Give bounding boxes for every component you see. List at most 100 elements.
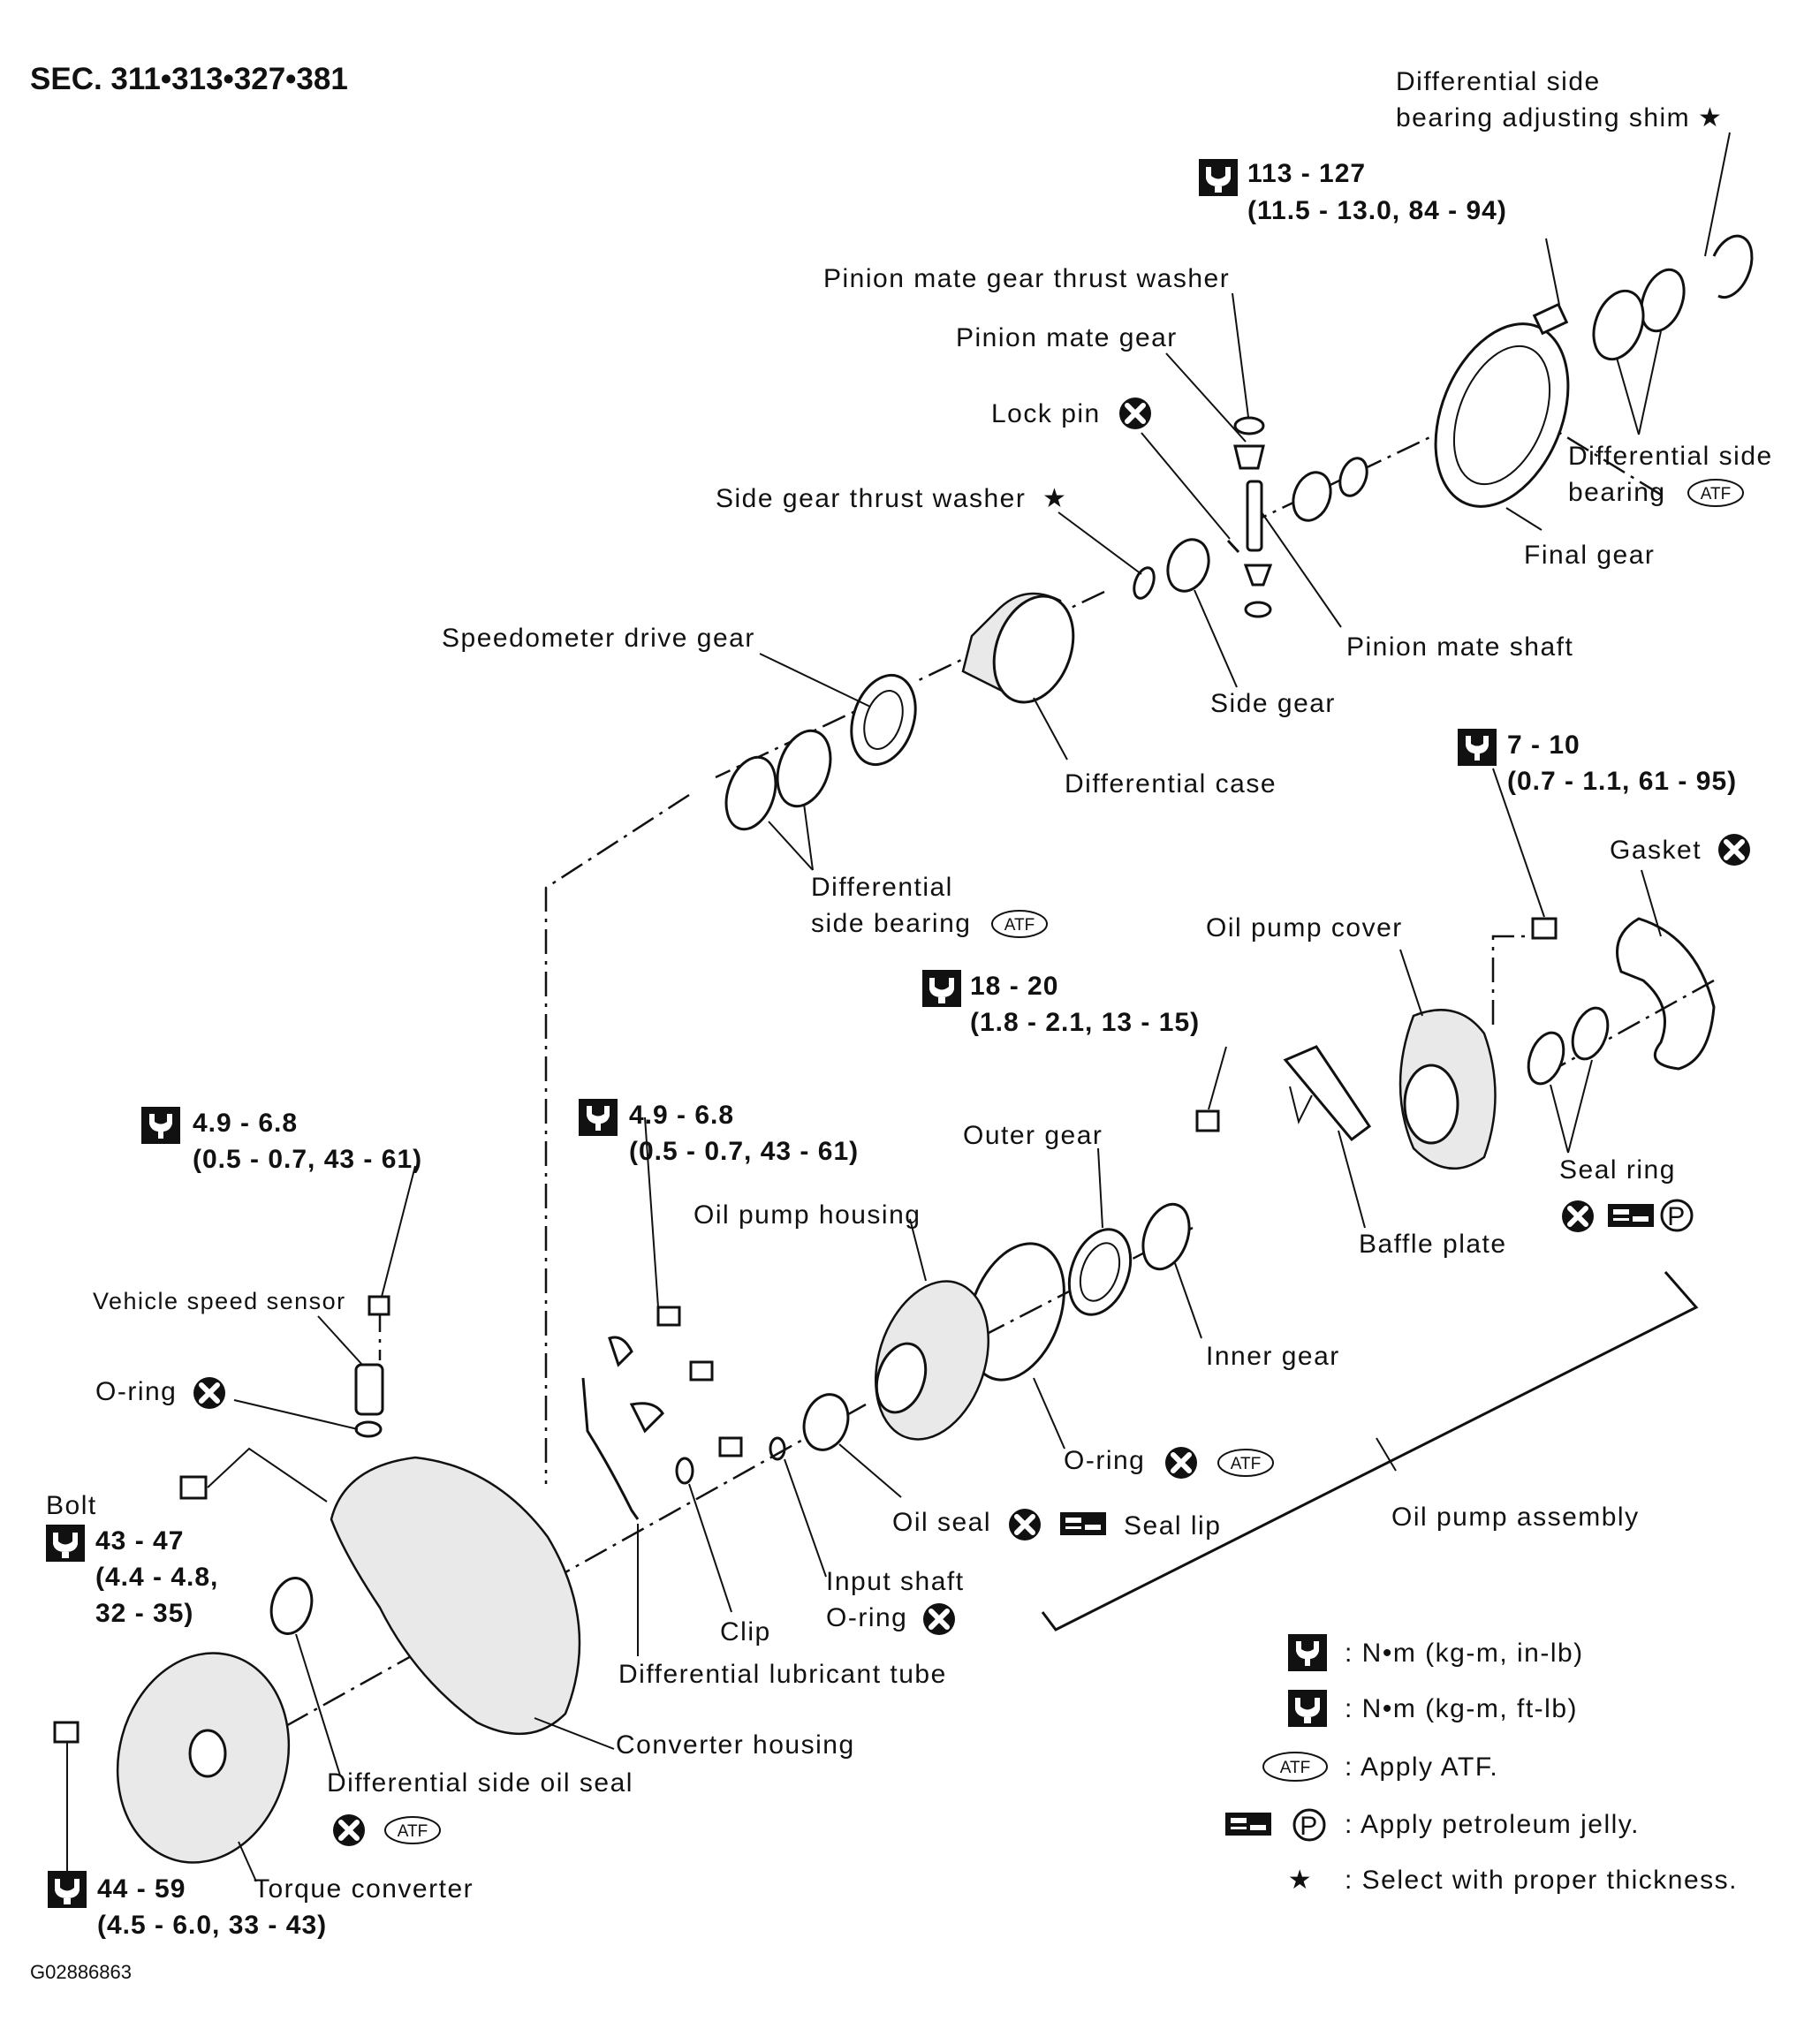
leader-oring-vss [233, 1399, 359, 1430]
legend-item-2: : N•m (kg-m, ft-lb) [1345, 1694, 1578, 1723]
leader-dsb-right-b [1638, 330, 1662, 435]
torque-t6-c: 32 - 35) [95, 1599, 193, 1628]
torque-icon-t7 [48, 1871, 87, 1908]
torque-icon-t1 [1199, 159, 1238, 196]
leader-torque-conv [238, 1841, 257, 1882]
final-bolt-shape [1532, 302, 1569, 336]
label-pinion-washer: Pinion mate gear thrust washer [823, 264, 1230, 293]
torque-converter-hub [188, 1729, 227, 1778]
final-gear-inner [1452, 344, 1551, 486]
label-pinion-gear: Pinion mate gear [956, 323, 1178, 352]
oil-seal-shape [802, 1393, 850, 1451]
washer-shape [1338, 457, 1368, 497]
label-final-gear: Final gear [1524, 541, 1655, 570]
bracket-bolt-3 [718, 1436, 743, 1457]
svg-text:ATF: ATF [1701, 485, 1731, 503]
leader-pinion-gear [1165, 352, 1247, 443]
label-baffle: Baffle plate [1359, 1230, 1507, 1259]
label-oil-seal: Oil seal [892, 1508, 991, 1537]
leader-oil-seal [838, 1443, 902, 1498]
legend-item-3: : Apply ATF. [1345, 1753, 1498, 1782]
cover-bolt-shape [1531, 917, 1558, 940]
converter-housing-shape [330, 1456, 581, 1736]
leader-pump-housing [909, 1218, 927, 1282]
gear-small-shape [1292, 471, 1332, 522]
leader-diff-case [1033, 697, 1068, 761]
converter-bolt-shape [53, 1721, 80, 1744]
label-clip: Clip [720, 1617, 771, 1647]
legend-item-1: : N•m (kg-m, in-lb) [1345, 1639, 1584, 1668]
leader-clip [688, 1483, 732, 1613]
star-symbol-side-washer: ★ [1042, 484, 1067, 513]
replace-icon-lock-pin [1119, 397, 1151, 429]
torque-t7-a: 44 - 59 [97, 1874, 186, 1904]
label-speedo: Speedometer drive gear [442, 624, 755, 653]
final-gear-shape [1434, 322, 1570, 508]
pump-assembly-bracket [1041, 1271, 1699, 1631]
leader-oring-pump [1033, 1377, 1065, 1450]
lock-pin-shape [1226, 539, 1240, 554]
replace-icon-gasket [1718, 834, 1750, 866]
seal-ring-1-shape [1571, 1006, 1610, 1061]
legend: : N•m (kg-m, in-lb) : N•m (kg-m, ft-lb) … [1225, 1634, 1737, 1895]
torque-icon-t6 [46, 1525, 85, 1562]
replace-icon-oring-vss [193, 1377, 225, 1409]
label-dsb-left-2: side bearing [811, 909, 971, 938]
label-input-1: Input shaft [826, 1567, 965, 1596]
figure-code: G02886863 [30, 1961, 132, 1983]
leader-pinion-washer [1232, 292, 1249, 418]
bracket-bolt-1 [656, 1306, 681, 1327]
atf-badge-oring-pump: ATF [1217, 1449, 1274, 1477]
atf-badge-diff-oil-seal: ATF [384, 1816, 441, 1844]
svg-text:ATF: ATF [398, 1822, 428, 1841]
label-oring-vss: O-ring [95, 1377, 177, 1406]
bearing-cone-shape [1592, 289, 1645, 361]
shim-clip-shape [1712, 234, 1754, 299]
vss-bolt-shape [368, 1295, 390, 1316]
svg-text:P: P [1667, 1202, 1687, 1231]
side-washer-shape [1133, 566, 1156, 600]
vss-shape [354, 1363, 384, 1416]
clip-shape [675, 1457, 694, 1485]
pm-gear-2-shape [1243, 564, 1273, 587]
legend-wrench-ft-icon [1288, 1690, 1327, 1727]
torque-t2-a: 7 - 10 [1507, 731, 1580, 760]
inner-gear-shape [1141, 1202, 1191, 1271]
leader-pump-assy [1376, 1437, 1397, 1472]
label-side-washer: Side gear thrust washer [716, 484, 1026, 513]
bracket-bolt-2 [689, 1360, 714, 1382]
leader-t2 [1492, 768, 1545, 918]
torque-t5-a: 4.9 - 6.8 [629, 1101, 734, 1130]
legend-star-icon: ★ [1288, 1866, 1313, 1895]
legend-jelly-icon [1225, 1813, 1271, 1836]
torque-t4-a: 4.9 - 6.8 [193, 1109, 298, 1138]
leader-t5 [644, 1117, 659, 1308]
legend-p-icon: P [1292, 1808, 1326, 1842]
torque-t7-b: (4.5 - 6.0, 33 - 43) [97, 1911, 327, 1940]
leader-shim [1704, 132, 1731, 257]
torque-t6-a: 43 - 47 [95, 1526, 184, 1556]
outer-gear-shape [1067, 1228, 1133, 1316]
leader-t3 [1208, 1046, 1227, 1110]
label-diff-shim-2: bearing adjusting shim [1396, 103, 1690, 132]
dsb-left-cone [776, 729, 832, 808]
seal-ring-2-shape [1527, 1031, 1565, 1086]
label-dsb-right-1: Differential side [1568, 442, 1773, 471]
leader-outer-gear [1097, 1147, 1103, 1229]
leader-side-washer [1057, 511, 1142, 575]
label-conv-housing: Converter housing [616, 1730, 855, 1760]
baffle-bolt-shape [1195, 1109, 1220, 1132]
pinion-shaft-shape [1246, 480, 1263, 552]
label-outer-gear: Outer gear [963, 1121, 1103, 1150]
leader-vss [317, 1315, 363, 1366]
leader-pinion-shaft [1261, 511, 1342, 628]
leader-dsb-left-a [768, 821, 814, 871]
replace-icon-input-oring [923, 1603, 955, 1635]
torque-t1-a: 113 - 127 [1247, 159, 1366, 188]
bracket-2-shape [629, 1402, 664, 1434]
axis-cover-bolt [1491, 935, 1542, 1025]
speedo-gear-inner [863, 690, 904, 750]
leader-conv-housing [534, 1717, 615, 1750]
leader-seal-a [1550, 1084, 1569, 1154]
